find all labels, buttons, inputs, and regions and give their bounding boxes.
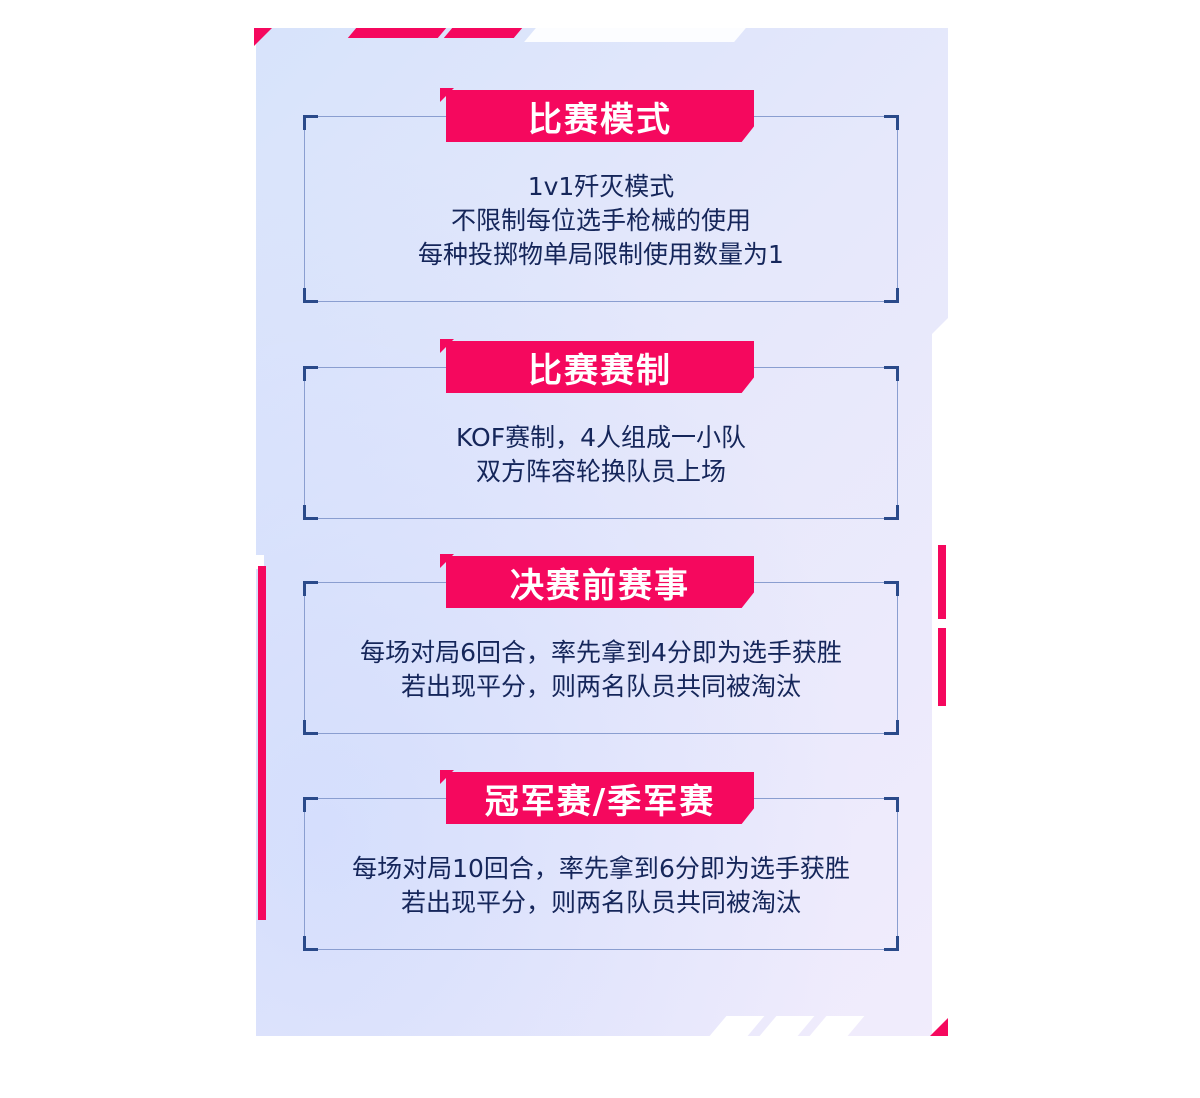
- section-title: 决赛前赛事: [446, 556, 754, 608]
- section-line: 若出现平分，则两名队员共同被淘汰: [400, 888, 801, 917]
- section-body: 1v1歼灭模式 不限制每位选手枪械的使用 每种投掷物单局限制使用数量为1: [304, 170, 898, 272]
- stripe-top-red-1: [347, 28, 447, 38]
- stripe-top-white: [524, 28, 746, 42]
- badge-notch: [440, 88, 454, 102]
- section-body: 每场对局6回合，率先拿到4分即为选手获胜 若出现平分，则两名队员共同被淘汰: [304, 636, 898, 704]
- section-body: 每场对局10回合，率先拿到6分即为选手获胜 若出现平分，则两名队员共同被淘汰: [304, 852, 898, 920]
- badge-notch: [440, 554, 454, 568]
- section-line: 不限制每位选手枪械的使用: [450, 206, 751, 235]
- corner-accent-top-left: [254, 28, 272, 46]
- section-finals: 冠军赛/季军赛 每场对局10回合，率先拿到6分即为选手获胜 若出现平分，则两名队…: [303, 770, 899, 951]
- section-body: KOF赛制，4人组成一小队 双方阵容轮换队员上场: [304, 421, 898, 489]
- stripe-left-white: [252, 555, 264, 569]
- section-line: 双方阵容轮换队员上场: [475, 457, 726, 486]
- stripe-right-red-1: [938, 545, 946, 619]
- corner-accent-bottom-right: [930, 1018, 948, 1036]
- section-line: 每场对局10回合，率先拿到6分即为选手获胜: [352, 854, 850, 883]
- section-title: 比赛模式: [446, 90, 754, 142]
- section-line: 若出现平分，则两名队员共同被淘汰: [400, 672, 801, 701]
- section-pre-final: 决赛前赛事 每场对局6回合，率先拿到4分即为选手获胜 若出现平分，则两名队员共同…: [303, 554, 899, 735]
- rules-panel: [256, 28, 948, 1036]
- section-line: KOF赛制，4人组成一小队: [456, 423, 746, 452]
- section-line: 每种投掷物单局限制使用数量为1: [418, 240, 784, 269]
- section-match-format: 比赛赛制 KOF赛制，4人组成一小队 双方阵容轮换队员上场: [303, 339, 899, 520]
- badge-notch: [440, 339, 454, 353]
- stripe-right-red-2: [938, 628, 946, 706]
- section-match-mode: 比赛模式 1v1歼灭模式 不限制每位选手枪械的使用 每种投掷物单局限制使用数量为…: [303, 88, 899, 303]
- section-title: 比赛赛制: [446, 341, 754, 393]
- section-title: 冠军赛/季军赛: [446, 772, 754, 824]
- badge-notch: [440, 770, 454, 784]
- section-line: 每场对局6回合，率先拿到4分即为选手获胜: [360, 638, 842, 667]
- stripe-top-red-2: [443, 28, 523, 38]
- section-line: 1v1歼灭模式: [527, 172, 675, 201]
- stripe-left-red: [258, 566, 266, 920]
